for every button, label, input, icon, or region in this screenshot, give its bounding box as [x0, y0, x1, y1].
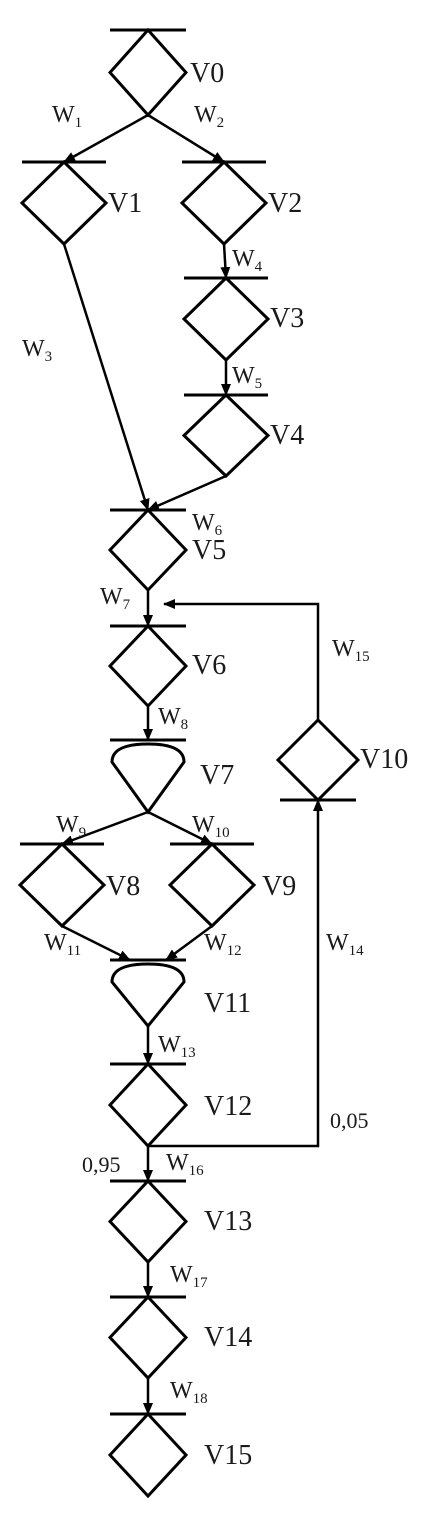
- node-label: V5: [192, 535, 226, 566]
- edge-label-w5: W5: [232, 363, 262, 392]
- node-v15: V15: [107, 1411, 252, 1499]
- edge-w12: [165, 924, 213, 962]
- node-v3: V3: [181, 275, 304, 363]
- node-label: V11: [204, 988, 251, 1019]
- edge-label-w9: W9: [56, 812, 86, 841]
- edge-w9: [61, 810, 149, 846]
- node-v14: V14: [107, 1294, 252, 1381]
- node-v10: V10: [275, 717, 408, 803]
- node-shape: [181, 392, 271, 479]
- node-v1: V1: [19, 159, 142, 247]
- node-shape: [107, 1294, 189, 1381]
- edge-w4: [220, 243, 231, 279]
- edge-label-w2: W2: [194, 102, 224, 131]
- node-v7: V7: [110, 738, 234, 815]
- node-label: V12: [204, 1091, 252, 1122]
- edge-label-w15: W15: [332, 636, 370, 665]
- node-shape: [17, 841, 107, 929]
- node-label: V8: [106, 871, 140, 902]
- node-v13: V13: [107, 1178, 252, 1265]
- node-v6: V6: [107, 623, 226, 709]
- node-shape: [107, 1178, 189, 1265]
- edge-w11: [61, 924, 131, 962]
- edge-label-w11: W11: [44, 930, 81, 959]
- edge-w14: [148, 799, 323, 1148]
- node-shape: [110, 742, 186, 815]
- node-label: V0: [190, 58, 224, 89]
- node-v0: V0: [107, 27, 224, 118]
- node-v5: V5: [107, 507, 226, 593]
- node-label: V1: [108, 188, 142, 219]
- probability-loop: 0,05: [330, 1108, 369, 1133]
- edge-label-w16: W16: [166, 1150, 204, 1179]
- edge-label-w1: W1: [52, 102, 82, 131]
- node-label: V7: [200, 760, 234, 791]
- edge-label-w14: W14: [326, 930, 364, 959]
- edge-w10: [147, 810, 213, 846]
- node-v2: V2: [179, 159, 302, 247]
- edge-label-w7: W7: [100, 584, 131, 613]
- node-label: V9: [262, 871, 296, 902]
- edge-w3: [62, 243, 150, 511]
- edge-w15: [163, 599, 320, 720]
- edge-w6: [147, 474, 227, 512]
- node-label: V10: [360, 744, 408, 775]
- node-shape: [167, 841, 257, 929]
- edge-label-w4: W4: [232, 246, 263, 275]
- node-shape: [275, 717, 361, 803]
- node-shape: [110, 962, 186, 1029]
- edge-label-w13: W13: [158, 1032, 196, 1061]
- node-v11: V11: [110, 958, 251, 1029]
- edge-label-w18: W18: [170, 1378, 208, 1407]
- edges-layer: [61, 113, 323, 1415]
- edge-label-w12: W12: [204, 930, 242, 959]
- edge-label-w6: W6: [192, 510, 223, 539]
- node-shape: [107, 27, 189, 118]
- edge-w2: [147, 113, 225, 164]
- edge-label-w10: W10: [192, 812, 230, 841]
- node-label: V13: [204, 1206, 252, 1237]
- node-label: V4: [270, 420, 304, 451]
- node-shape: [107, 1411, 189, 1499]
- probability-down: 0,95: [82, 1152, 121, 1177]
- node-shape: [107, 1061, 189, 1149]
- node-v12: V12: [107, 1061, 252, 1149]
- node-label: V14: [204, 1322, 252, 1353]
- node-label: V2: [268, 188, 302, 219]
- node-v4: V4: [181, 392, 304, 479]
- node-label: V3: [270, 303, 304, 334]
- node-shape: [181, 275, 271, 363]
- node-label: V6: [192, 650, 226, 681]
- node-v8: V8: [17, 841, 140, 929]
- node-shape: [19, 159, 109, 247]
- node-label: V15: [204, 1440, 252, 1471]
- node-v9: V9: [167, 841, 296, 929]
- node-shape: [107, 507, 189, 593]
- node-shape: [107, 623, 189, 709]
- edge-w1: [63, 113, 149, 164]
- edge-label-w17: W17: [170, 1262, 208, 1291]
- edge-label-w3: W3: [22, 336, 52, 365]
- node-shape: [179, 159, 269, 247]
- edge-label-w8: W8: [158, 704, 188, 733]
